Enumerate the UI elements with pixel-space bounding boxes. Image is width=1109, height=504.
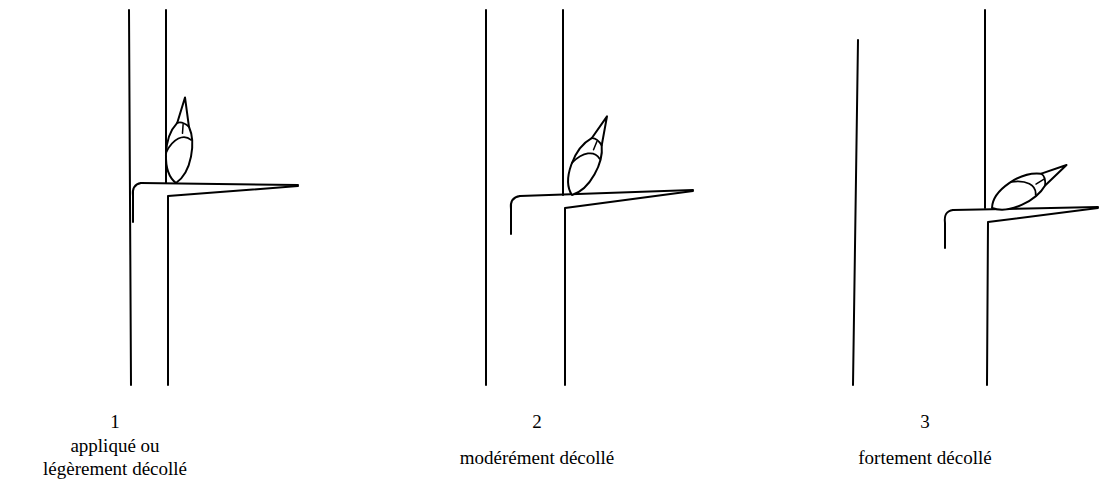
bud-3 (986, 152, 1073, 219)
stem-1 (129, 10, 298, 385)
callout-number: 1 (85, 410, 145, 433)
callout-number: 3 (895, 410, 955, 433)
category-label: fortement décollé (795, 446, 1055, 469)
bud-1 (164, 96, 196, 184)
category-label: appliqué ou légèrement décollé (30, 434, 200, 480)
bud-2 (561, 111, 617, 200)
callout-number: 2 (507, 410, 567, 433)
stem-2 (486, 10, 693, 385)
category-label: modérément décollé (407, 446, 667, 469)
stem-3 (853, 10, 1098, 385)
